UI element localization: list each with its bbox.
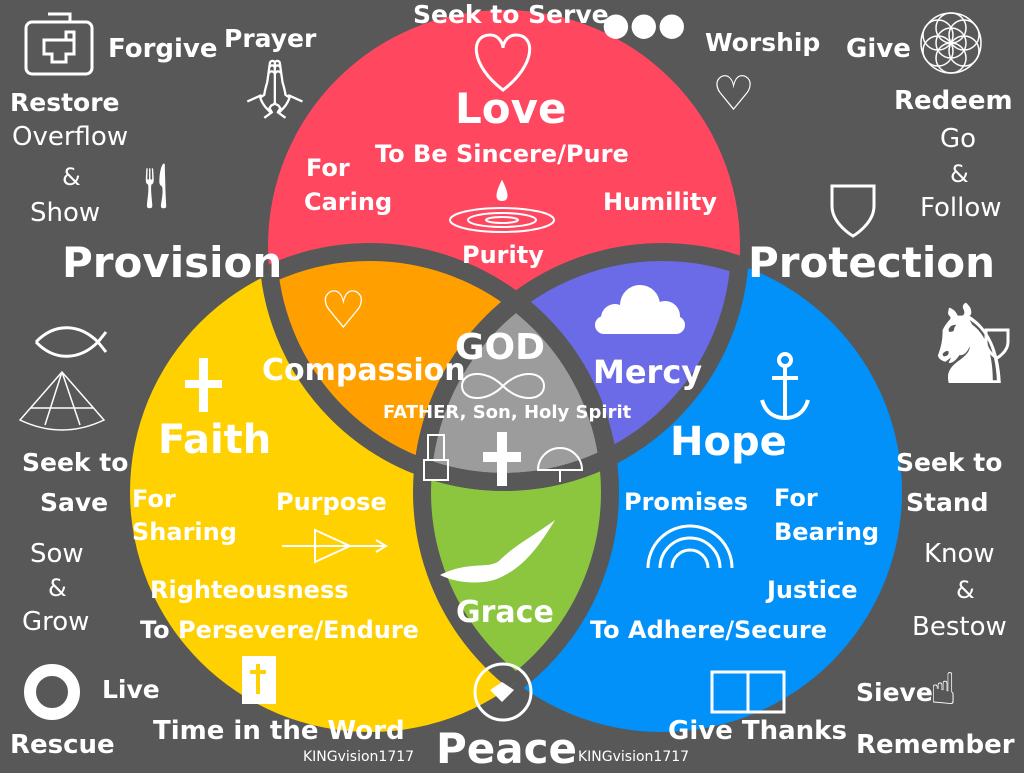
trinity-label: FATHER, Son, Holy Spirit [383,402,632,423]
faith-item-for: For [132,485,176,513]
protection-item-stand: Stand [906,488,989,517]
protection-item-go: Go [940,124,977,154]
provision-item-save: Save [40,488,109,517]
god-region [422,252,610,482]
provision-item-show: Show [30,198,101,228]
hope-item-thanks: Give Thanks [668,716,847,746]
protection-item-amp1: & [950,160,969,188]
provision-item-live: Live [102,675,160,704]
fish-icon [34,326,108,358]
hope-item-promises: Promises [624,488,748,516]
hope-title: Hope [670,419,787,465]
utensils-laurel-icon: 🍴︎ [128,161,184,212]
provision-item-forgive: Forgive [108,34,218,64]
protection-item-follow: Follow [920,193,1002,223]
mercy-label: Mercy [593,353,703,391]
provision-item-prayer: Prayer [224,24,317,53]
love-title: Love [455,84,567,133]
love-item-caring: Caring [304,188,393,216]
throne-icon [423,434,449,481]
peace-label: Peace [436,724,577,773]
hope-item-for: For [774,484,818,512]
eagle-icon [440,520,555,583]
knight-icon: ♞ [920,281,1019,409]
watermark-left: KINGvision1717 [303,749,415,765]
protection-item-seek: Seek to [896,448,1003,477]
first-aid-icon [24,12,94,76]
protection-item-sieve: Sieve [856,678,933,707]
infinity-icon [460,373,546,399]
grace-label: Grace [456,595,554,630]
protection-item-bestow: Bestow [912,612,1007,642]
heart-icon [474,33,532,92]
arrows-icon [282,528,388,564]
provision-item-restore: Restore [10,88,120,117]
net-icon [18,370,106,431]
protection-item-redeem: Redeem [894,86,1013,116]
love-item-humility: Humility [603,188,717,216]
protection-item-give: Give [846,34,911,64]
ripple-drop-icon [449,179,555,233]
protection-title: Protection [748,238,996,287]
faith-item-word: Time in the Word [153,716,405,746]
faith-item-righteousness: Righteousness [150,576,349,604]
provision-item-rescue: Rescue [10,730,115,760]
hope-item-adhere: To Adhere/Secure [590,616,828,644]
protection-item-know: Know [924,539,995,569]
crown-of-thorns-icon [473,662,533,722]
cloud-icon [595,285,685,334]
protection-item-worship: Worship [705,28,821,57]
dove-icon [490,682,514,702]
love-item-purity: Purity [462,241,544,269]
lifebuoy-icon [24,664,80,720]
anchor-icon [760,352,810,421]
love-item-for: For [306,154,350,182]
love-item-serve: Seek to Serve [413,0,609,29]
god-title: GOD [455,327,546,368]
provision-item-seek: Seek to [22,448,129,477]
provision-item-amp2: & [48,574,67,602]
provision-title: Provision [62,238,283,287]
praying-hands-icon: 🙏︎ [238,55,312,123]
rainbow-icon [646,524,734,569]
pointing-hand-icon: ☝︎ [930,664,957,715]
provision-item-sow: Sow [30,539,84,569]
cross-icon [483,432,521,486]
love-item-sincere: To Be Sincere/Pure [375,140,629,168]
bible-hand-icon [242,656,276,704]
serve-people-icon: ●●● [602,5,686,43]
worship-hands-icon: ♡ [712,66,756,122]
watermark-right: KINGvision1717 [578,749,690,765]
holy-spirit-icon [536,447,584,482]
protection-item-amp2: & [956,576,975,604]
shield-icon [830,184,1010,360]
faith-item-purpose: Purpose [276,488,387,516]
protection-item-remember: Remember [856,730,1015,760]
hope-item-justice: Justice [767,576,858,604]
faith-item-sharing: Sharing [132,518,237,546]
caring-hands-icon: ♡ [320,281,367,341]
book-icon [710,670,786,714]
provision-item-grow: Grow [22,607,90,637]
flower-of-life-icon [920,12,982,74]
faith-item-persevere: To Persevere/Endure [140,616,419,644]
hope-item-bearing: Bearing [774,518,880,546]
faith-cross-icon [185,358,222,412]
compassion-label: Compassion [262,353,466,388]
provision-item-amp1: & [62,163,81,191]
faith-title: Faith [158,417,272,463]
provision-item-overflow: Overflow [12,122,129,152]
